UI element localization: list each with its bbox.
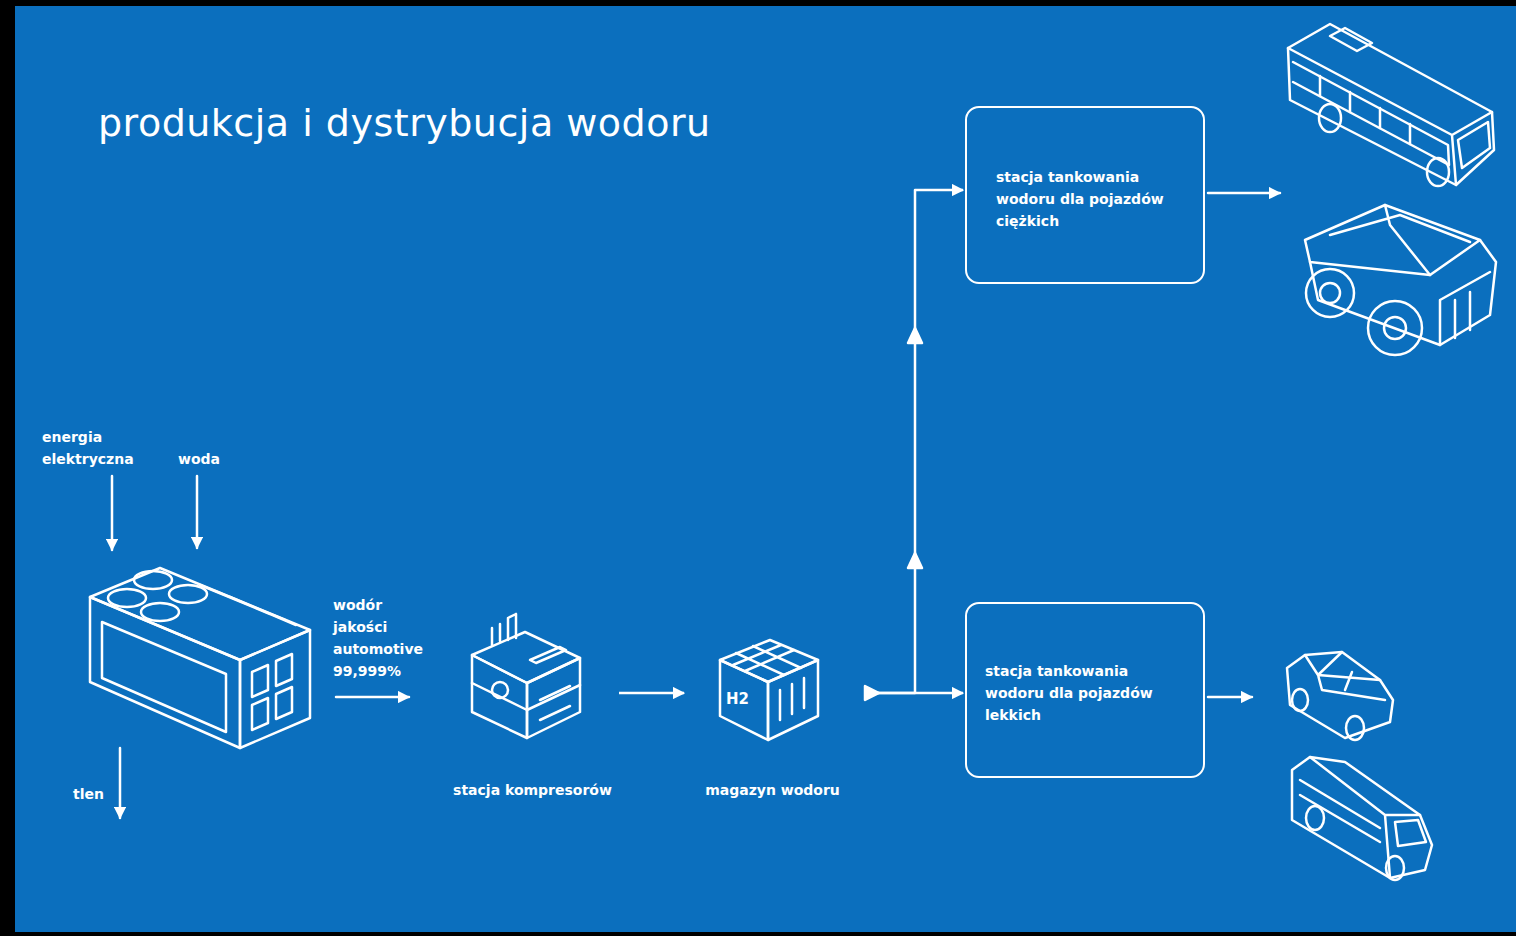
input-label: energia elektryczna [42,426,142,470]
car-icon [1287,652,1393,740]
vehicle-arrow [1208,192,1280,195]
icon-label: H2 [726,688,749,710]
input-arrow [196,476,199,548]
storage-icon [720,640,818,740]
bus-icon [1288,24,1494,186]
input-arrow [111,476,114,550]
output-arrow [119,748,122,818]
flow-connector [619,692,684,695]
compressor-icon [472,614,580,738]
hydrogen-arrow [336,696,409,699]
diagram-title: produkcja i dystrybucja wodoru [98,101,711,145]
station-text: stacja tankowania wodoru dla pojazdów le… [985,660,1175,726]
dump-truck-icon [1305,205,1496,355]
flow-connector [867,190,963,693]
flow-label: wodór jakości automotive 99,999% [333,594,428,682]
station-text: stacja tankowania wodoru dla pojazdów ci… [996,166,1181,232]
hydrogen-storage: magazyn wodoru [686,605,859,801]
output-label: tlen [73,783,104,805]
electrolyzer [90,568,310,748]
vehicle-arrow [1208,696,1252,699]
van-icon [1292,757,1432,880]
flow-connector [867,692,963,695]
refuel-station-box: stacja tankowania wodoru dla pojazdów le… [965,602,1205,778]
icon-caption: stacja kompresorów [451,779,614,801]
input-label: woda [178,448,220,470]
icon-caption: magazyn wodoru [686,779,859,801]
compressor-station: stacja kompresorów [451,605,614,801]
refuel-station-box: stacja tankowania wodoru dla pojazdów ci… [965,106,1205,284]
